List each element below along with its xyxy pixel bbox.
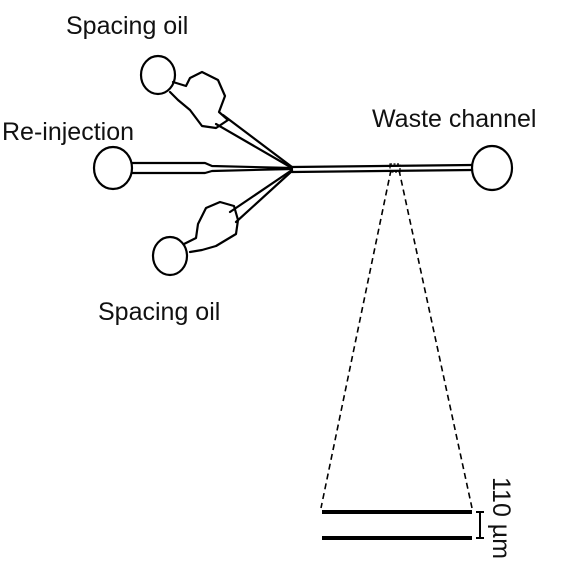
label-spacing-oil-bottom: Spacing oil [98, 298, 220, 326]
label-spacing-oil-top: Spacing oil [66, 12, 188, 40]
main-channel-upper-wall [290, 163, 474, 169]
label-waste-channel: Waste channel [372, 105, 536, 133]
zoom-line-right [398, 169, 473, 509]
reinjection-inlet-reservoir [92, 145, 134, 191]
zoom-line-left [320, 169, 392, 509]
waste-outlet-reservoir [470, 144, 514, 192]
reinjection-channel-upper-wall [130, 161, 294, 170]
spacing-oil-bottom-reservoir [151, 235, 189, 277]
zoom-region-marker [389, 163, 401, 173]
label-scale-bar: 110 µm [487, 477, 515, 559]
label-reinjection: Re-injection [2, 118, 134, 146]
spacing-oil-bottom-channel-wall-a [228, 168, 294, 214]
spacing-oil-bottom-filter [182, 200, 240, 254]
main-channel-lower-wall [290, 168, 474, 174]
spacing-oil-top-channel-wall-a [221, 113, 294, 169]
spacing-oil-top-channel-wall-b [214, 122, 294, 170]
spacing-oil-top-reservoir [139, 54, 177, 96]
spacing-oil-bottom-channel-wall-b [234, 169, 294, 224]
reinjection-channel-lower-wall [130, 167, 294, 175]
spacing-oil-top-filter [168, 70, 230, 130]
